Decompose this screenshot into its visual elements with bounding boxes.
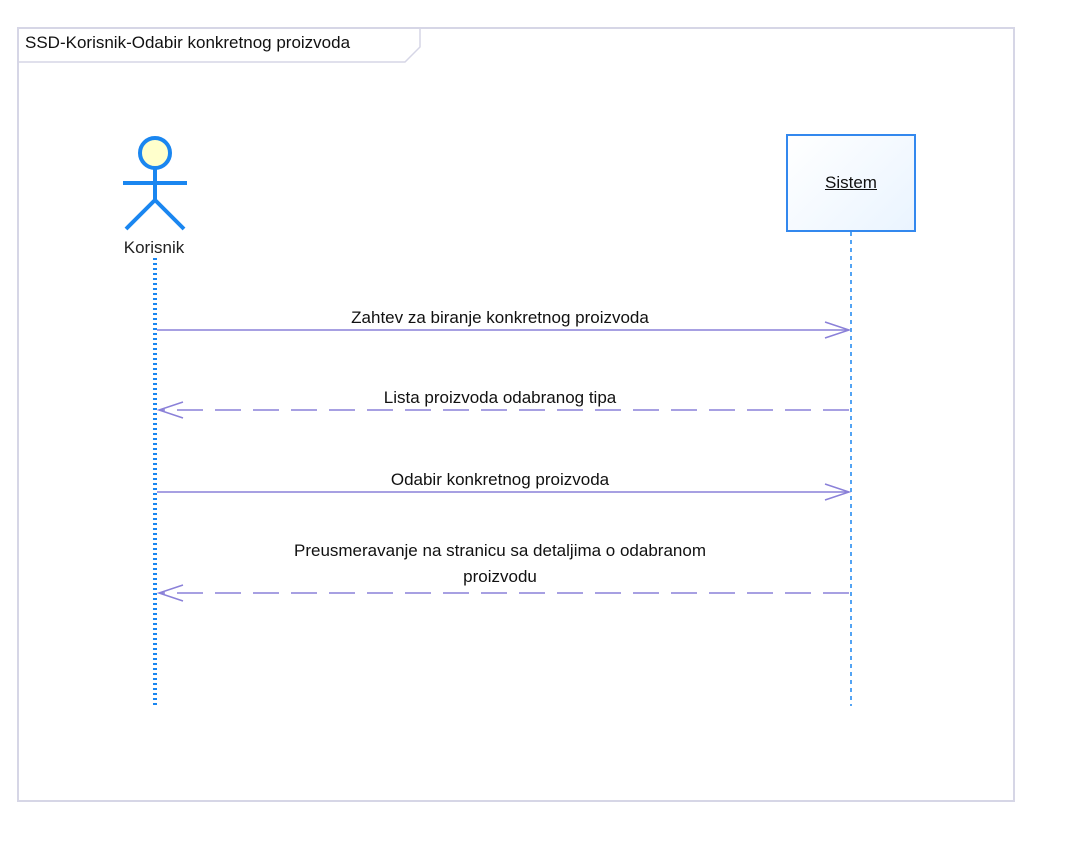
diagram-frame [17,27,1015,802]
message-label-1: Zahtev za biranje konkretnog proizvoda [351,308,649,327]
stick-figure-actor-icon [123,136,187,231]
diagram-title: SSD-Korisnik-Odabir konkretnog proizvoda [25,33,351,52]
message-arrow-4 [156,584,849,602]
system-lifeline-box[interactable]: Sistem [786,134,916,232]
system-label: Sistem [825,173,877,192]
message-arrow-3 [157,483,852,501]
actor-label: Korisnik [123,238,185,257]
message-arrow-1 [157,321,852,339]
actor-head [138,136,172,170]
message-label-4: Preusmeravanje na stranicu sa detaljima … [293,541,706,586]
message-label-3: Odabir konkretnog proizvoda [390,470,610,489]
message-arrow-2 [156,401,849,419]
actor-left-leg [124,198,157,231]
actor-right-leg [153,198,186,231]
message-label-2: Lista proizvoda odabranog tipa [383,388,617,407]
frame-title-tab [17,27,421,63]
